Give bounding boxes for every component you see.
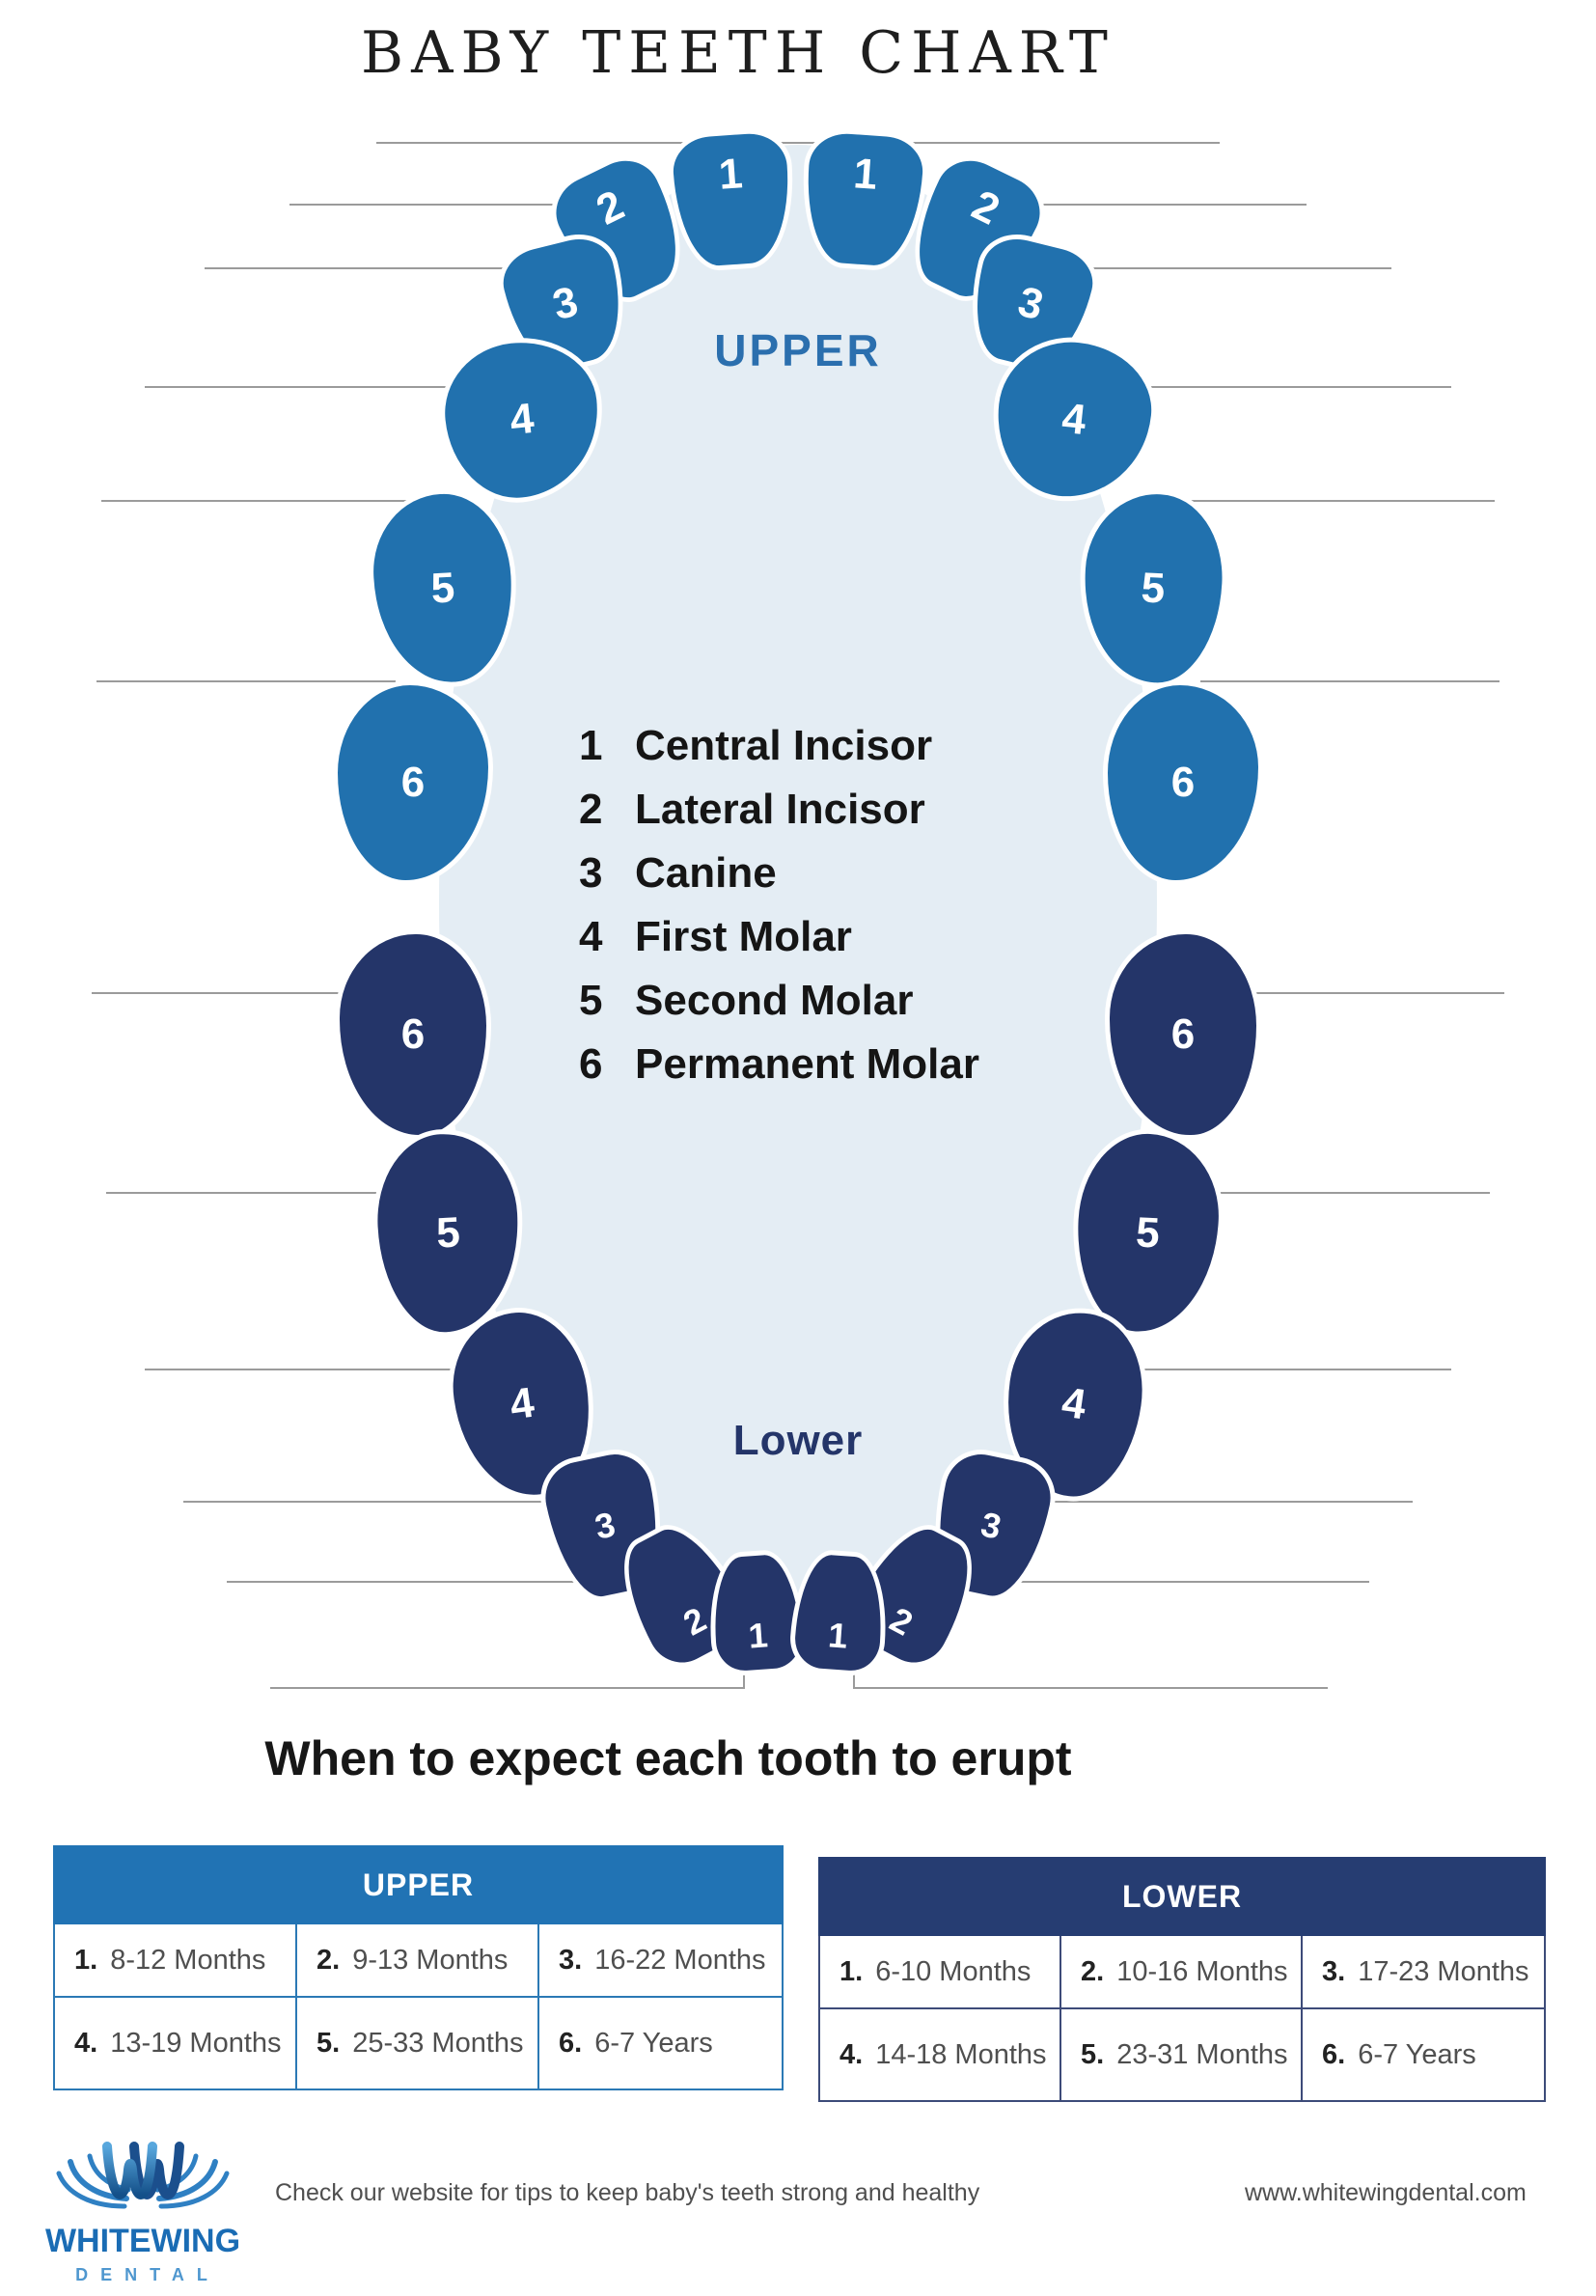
- leader-line: [1085, 1369, 1451, 1370]
- legend-number: 4: [579, 913, 603, 960]
- legend-number: 1: [579, 722, 603, 769]
- leader-line: [106, 1192, 434, 1194]
- leader-line: [205, 267, 540, 269]
- tooth-upper-permanent-molar-right: 6: [1108, 685, 1258, 880]
- lower-table-header: LOWER: [818, 1857, 1546, 1936]
- tooth-upper-permanent-molar-left: 6: [338, 685, 488, 880]
- legend-item: 4 First Molar: [579, 905, 979, 969]
- legend-label: Canine: [635, 849, 777, 897]
- table-cell: 5.23-31 Months: [1061, 2007, 1303, 2100]
- upper-eruption-table: UPPER 1.8-12 Months 2.9-13 Months 3.16-2…: [53, 1845, 784, 2090]
- legend-label: Lateral Incisor: [635, 786, 925, 833]
- lower-eruption-table: LOWER 1.6-10 Months 2.10-16 Months 3.17-…: [818, 1857, 1546, 2102]
- logo-name: WHITEWING: [44, 2223, 241, 2259]
- tooth-number: 6: [400, 1010, 426, 1058]
- tooth-legend: 1 Central Incisor 2 Lateral Incisor 3 Canin…: [579, 714, 979, 1096]
- leader-line: [988, 1501, 1413, 1503]
- tooth-number: 3: [977, 1504, 1005, 1547]
- tooth-number: 1: [717, 150, 745, 199]
- table-cell: 1.8-12 Months: [55, 1924, 297, 1996]
- legend-number: 6: [579, 1040, 603, 1088]
- whitewing-dental-logo: WHITEWING DENTAL: [41, 2135, 245, 2285]
- legend-item: 1 Central Incisor: [579, 714, 979, 778]
- leader-line: [92, 992, 396, 994]
- eruption-heading: When to expect each tooth to erupt: [264, 1731, 1072, 1785]
- tooth-number: 6: [1170, 1010, 1196, 1058]
- leader-line: [227, 1581, 687, 1583]
- tooth-number: 1: [851, 150, 879, 199]
- tooth-number: 4: [1059, 394, 1088, 445]
- leader-line: [101, 500, 425, 502]
- tooth-number: 2: [964, 180, 1007, 235]
- tooth-number: 5: [434, 1207, 461, 1258]
- tooth-lower-permanent-molar-left: 6: [340, 934, 486, 1135]
- leader-line: [1056, 267, 1391, 269]
- upper-table-header: UPPER: [53, 1845, 784, 1924]
- tooth-number: 3: [1013, 277, 1048, 330]
- tooth-number: 2: [883, 1599, 920, 1644]
- tooth-number: 5: [429, 563, 456, 613]
- table-cell: 2.9-13 Months: [297, 1924, 539, 1996]
- leader-line: [1200, 992, 1504, 994]
- tooth-number: 6: [1170, 759, 1196, 806]
- table-cell: 4.14-18 Months: [820, 2007, 1061, 2100]
- table-cell: 2.10-16 Months: [1061, 1936, 1303, 2007]
- table-cell: 3.16-22 Months: [559, 1944, 766, 1976]
- legend-number: 5: [579, 977, 603, 1024]
- legend-label: Central Incisor: [635, 722, 933, 769]
- tooth-number: 1: [826, 1615, 849, 1656]
- tooth-number: 5: [1140, 563, 1167, 613]
- leader-line: [853, 1652, 855, 1689]
- upper-arch-label: UPPER: [714, 325, 882, 375]
- leader-line: [909, 1581, 1369, 1583]
- leader-line: [270, 1687, 745, 1689]
- page-title: BABY TEETH CHART: [361, 19, 1115, 87]
- legend-item: 5 Second Molar: [579, 969, 979, 1033]
- leader-line: [376, 142, 1220, 144]
- leader-line: [743, 1652, 745, 1689]
- table-cell: 5.25-33 Months: [297, 1996, 539, 2089]
- leader-line: [1171, 500, 1495, 502]
- tooth-number: 2: [589, 180, 632, 235]
- leader-line: [145, 386, 482, 388]
- lower-arch-label: Lower: [732, 1417, 864, 1464]
- footer-website-link[interactable]: www.whitewingdental.com: [1245, 2179, 1527, 2206]
- tooth-number: 2: [676, 1599, 713, 1644]
- leader-line: [145, 1369, 511, 1370]
- leader-line: [1200, 680, 1500, 682]
- table-cell: 6.6-7 Years: [1303, 2007, 1544, 2100]
- legend-label: First Molar: [635, 913, 852, 960]
- tooth-number: 5: [1135, 1207, 1162, 1258]
- winged-tooth-icon: [56, 2142, 230, 2209]
- tooth-number: 3: [591, 1504, 619, 1547]
- table-cell: 1.6-10 Months: [820, 1936, 1061, 2007]
- legend-item: 3 Canine: [579, 842, 979, 905]
- legend-label: Permanent Molar: [635, 1040, 979, 1088]
- tooth-number: 3: [548, 277, 583, 330]
- upper-table-grid: 1.8-12 Months 2.9-13 Months 3.16-22 Mont…: [53, 1924, 784, 2090]
- table-cell: 4.13-19 Months: [55, 1996, 297, 2089]
- tooth-number: 4: [508, 394, 537, 445]
- footer-tagline: Check our website for tips to keep baby'…: [275, 2179, 980, 2206]
- table-cell: 3.17-23 Months: [1322, 1955, 1529, 1987]
- leader-line: [183, 1501, 608, 1503]
- leader-line: [853, 1687, 1328, 1689]
- tooth-lower-permanent-molar-right: 6: [1110, 934, 1256, 1135]
- table-cell: 6.6-7 Years: [539, 1996, 782, 2089]
- legend-item: 2 Lateral Incisor: [579, 778, 979, 842]
- legend-number: 3: [579, 849, 603, 897]
- leader-line: [1114, 386, 1451, 388]
- leader-line: [1162, 1192, 1490, 1194]
- logo-subtitle: DENTAL: [75, 2265, 220, 2284]
- legend-number: 2: [579, 786, 603, 833]
- leader-line: [96, 680, 396, 682]
- tooth-number: 6: [400, 759, 426, 806]
- legend-item: 6 Permanent Molar: [579, 1033, 979, 1096]
- lower-table-grid: 1.6-10 Months 2.10-16 Months 3.17-23 Mon…: [818, 1936, 1546, 2102]
- tooth-number: 1: [747, 1615, 770, 1656]
- legend-label: Second Molar: [635, 977, 914, 1024]
